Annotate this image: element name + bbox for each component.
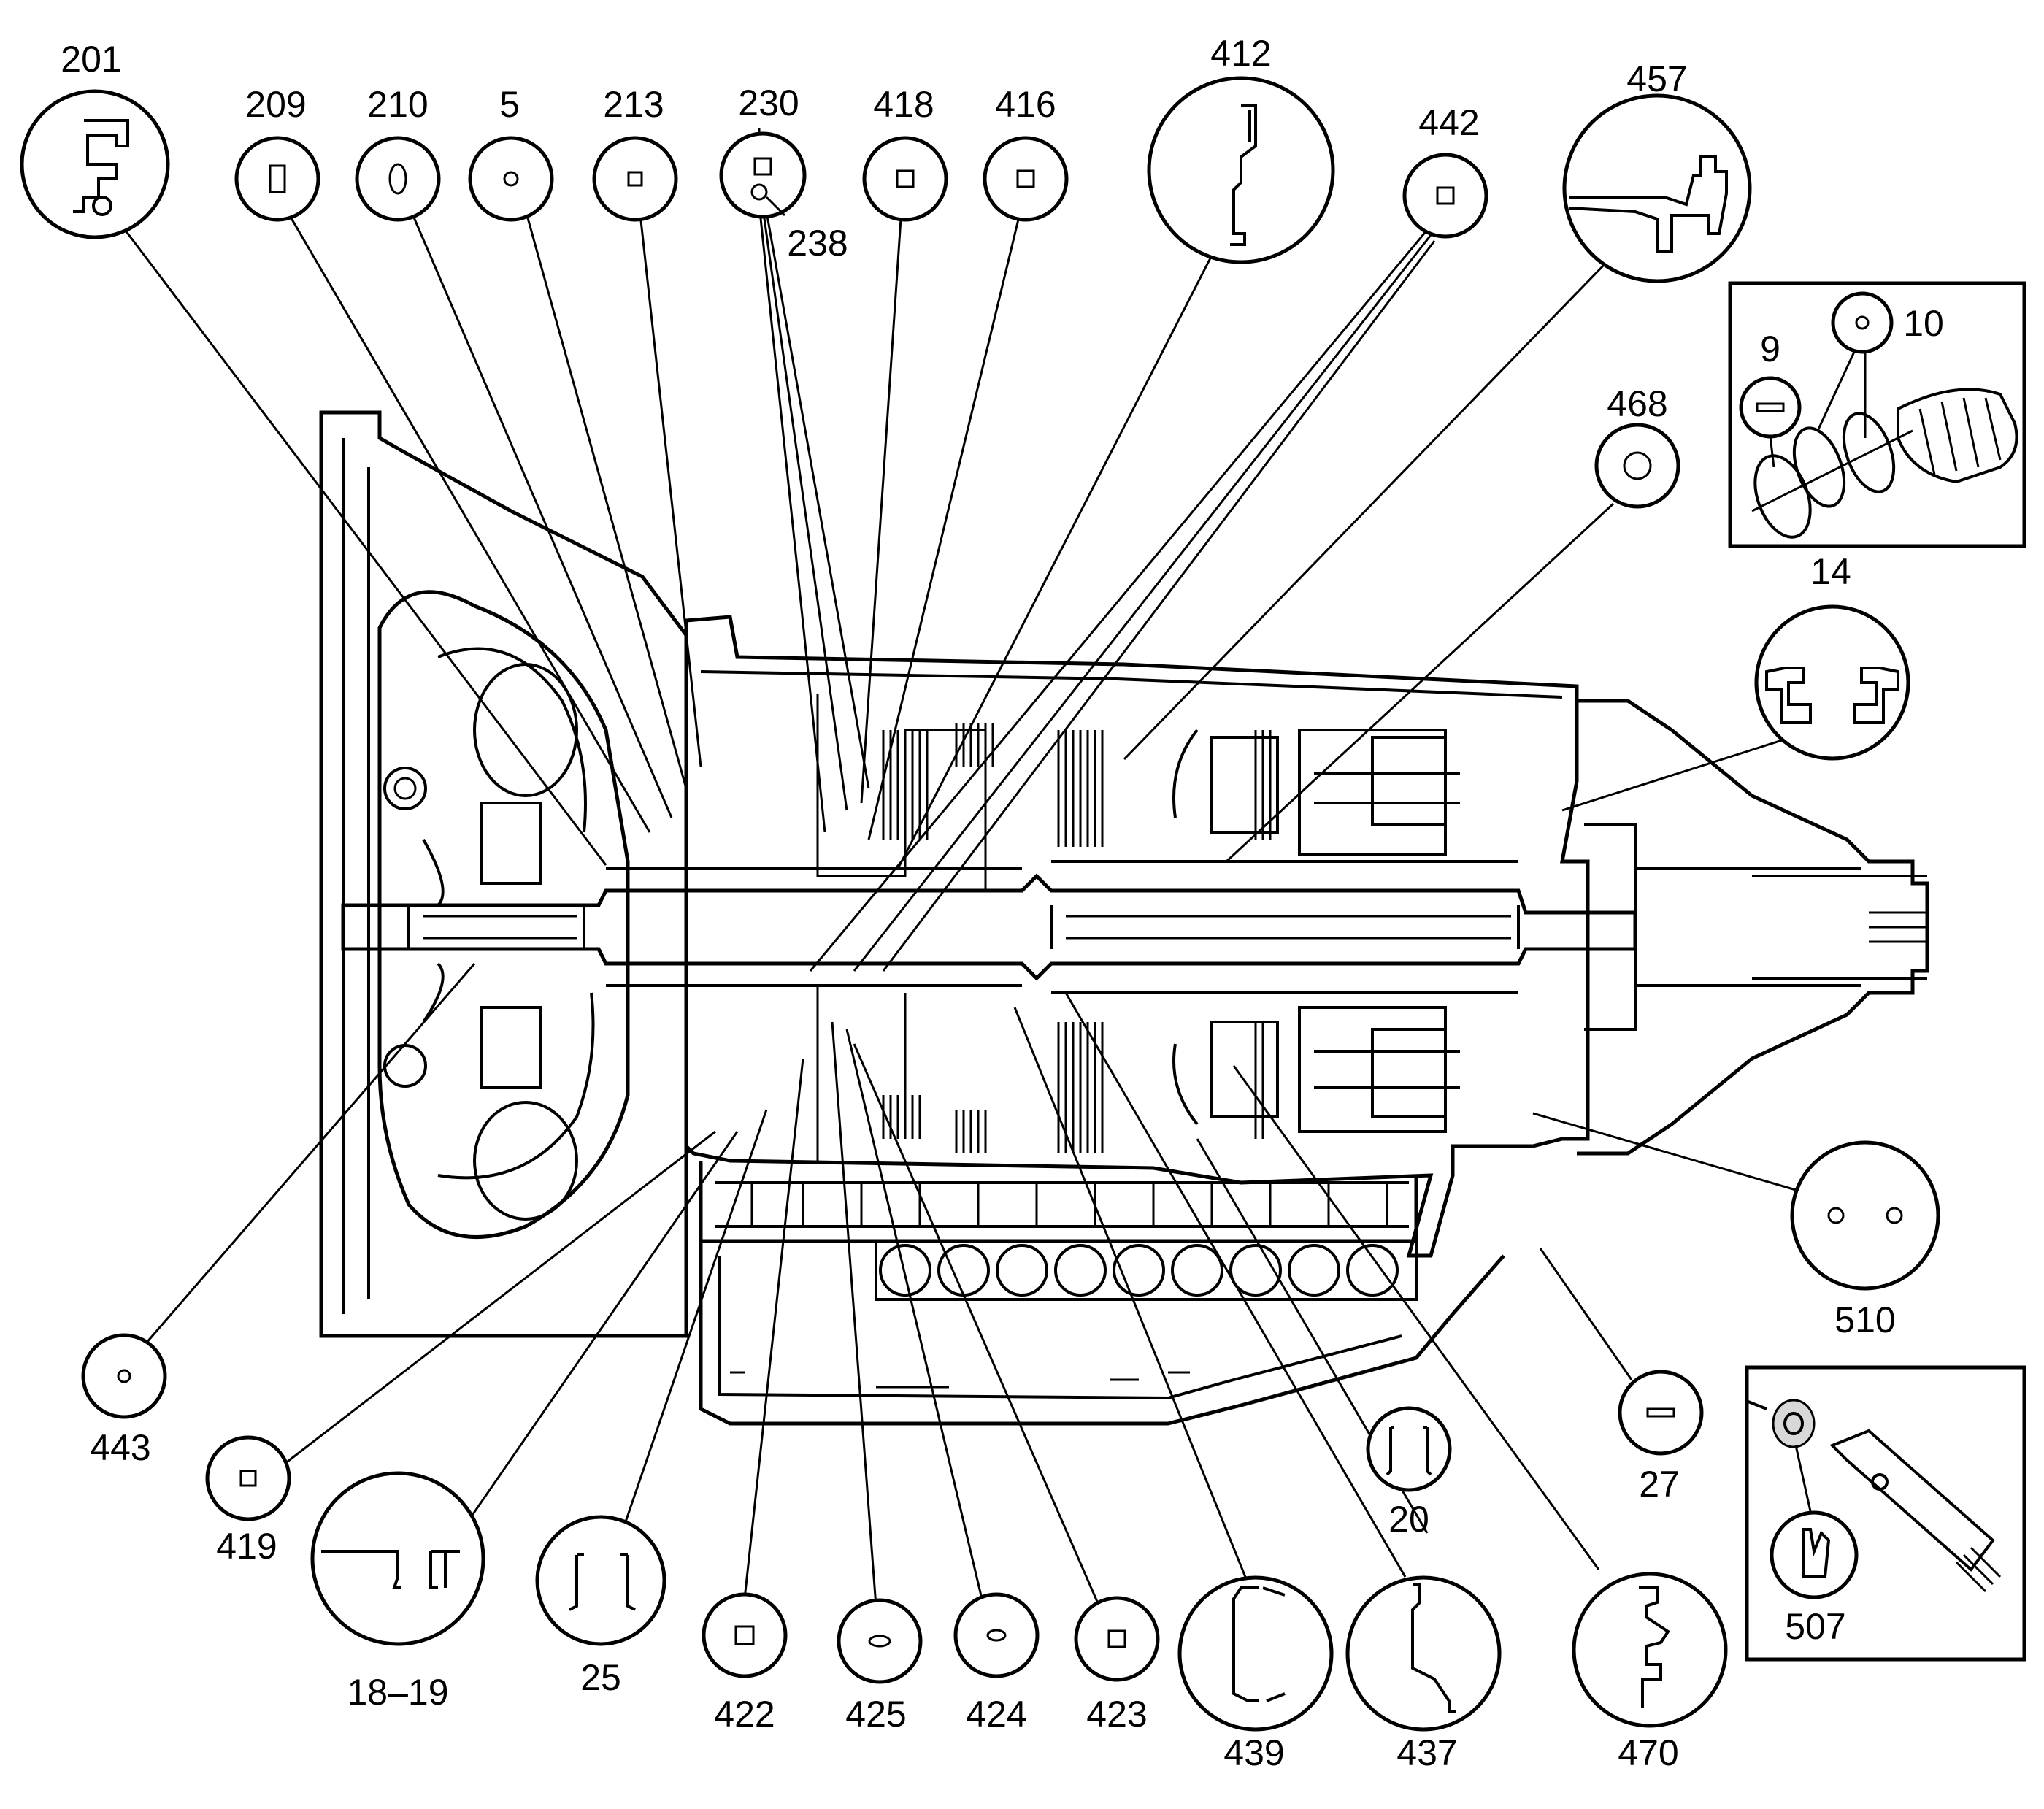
inset-seal-rings: 9 10	[1728, 281, 2026, 548]
callout-412-label: 412	[1210, 33, 1271, 74]
callout-457-label: 457	[1626, 58, 1687, 99]
callout-238-label: 238	[787, 223, 848, 264]
callout-18-19: 18–19	[310, 1471, 485, 1713]
callout-14-label: 14	[1810, 551, 1851, 592]
planetary-gear-sets	[1172, 729, 1460, 1139]
inset-507: 507	[1745, 1365, 2026, 1662]
callout-470-label: 470	[1618, 1732, 1678, 1773]
callout-423: 423	[1074, 1596, 1160, 1735]
callout-209-label: 209	[245, 84, 306, 125]
callout-510: 510	[1790, 1140, 1940, 1340]
callout-437-label: 437	[1396, 1732, 1457, 1773]
callout-5: 5	[468, 84, 554, 222]
callout-25-label: 25	[580, 1657, 621, 1698]
oil-pan	[699, 1241, 1505, 1426]
callout-213-label: 213	[603, 84, 664, 125]
callout-423-label: 423	[1086, 1694, 1147, 1735]
callout-425: 425	[837, 1598, 923, 1735]
callout-468: 468	[1594, 383, 1680, 509]
callout-27-label: 27	[1639, 1464, 1680, 1505]
callout-27: 27	[1618, 1370, 1704, 1505]
callout-443: 443	[81, 1333, 167, 1468]
callout-209: 209	[234, 84, 320, 222]
callout-416-label: 416	[995, 84, 1056, 125]
torque-converter	[377, 590, 630, 1240]
callout-442: 442	[1402, 102, 1488, 239]
valve-body	[699, 1161, 1418, 1301]
callout-213: 213	[592, 84, 678, 222]
callout-418-label: 418	[873, 84, 934, 125]
callout-422-label: 422	[714, 1694, 775, 1735]
clutch-pack-upper	[882, 723, 1104, 847]
callout-230: 230 238	[719, 82, 848, 264]
callout-201-label: 201	[61, 39, 121, 80]
callout-424: 424	[953, 1592, 1040, 1735]
callout-419: 419	[205, 1435, 291, 1567]
input-shaft	[341, 873, 1637, 981]
callout-210-label: 210	[367, 84, 428, 125]
bell-housing	[319, 410, 688, 1338]
callout-418: 418	[862, 84, 948, 222]
callout-201: 201	[20, 39, 170, 239]
callout-210: 210	[355, 84, 441, 222]
callout-9-label: 9	[1760, 329, 1780, 369]
callout-5-label: 5	[499, 84, 520, 125]
callout-422: 422	[702, 1592, 788, 1735]
leader-lines	[115, 128, 1815, 1614]
callout-507-label: 507	[1785, 1606, 1845, 1647]
transmission-assembly	[319, 410, 1929, 1426]
clutch-pack-lower	[882, 1022, 1104, 1153]
callout-25: 25	[535, 1515, 666, 1698]
callout-419-label: 419	[216, 1526, 277, 1567]
callout-20: 20	[1366, 1406, 1452, 1540]
callout-20-label: 20	[1388, 1499, 1429, 1540]
callout-439-label: 439	[1223, 1732, 1284, 1773]
callout-457: 457	[1562, 58, 1752, 283]
callout-412: 412	[1147, 33, 1335, 264]
callout-439: 439	[1177, 1575, 1334, 1773]
callout-230-label: 230	[738, 82, 799, 123]
transmission-case	[684, 615, 1590, 1258]
callout-424-label: 424	[966, 1694, 1026, 1735]
callout-510-label: 510	[1834, 1299, 1895, 1340]
callout-437: 437	[1345, 1575, 1502, 1773]
callout-468-label: 468	[1607, 383, 1667, 424]
callout-18-19-label: 18–19	[347, 1672, 448, 1713]
callout-443-label: 443	[90, 1427, 150, 1468]
callout-10-label: 10	[1903, 303, 1944, 344]
callout-14: 14	[1754, 551, 1910, 761]
callout-442-label: 442	[1418, 102, 1479, 143]
callout-416: 416	[983, 84, 1069, 222]
callout-470: 470	[1572, 1572, 1728, 1773]
callout-425-label: 425	[845, 1694, 906, 1735]
